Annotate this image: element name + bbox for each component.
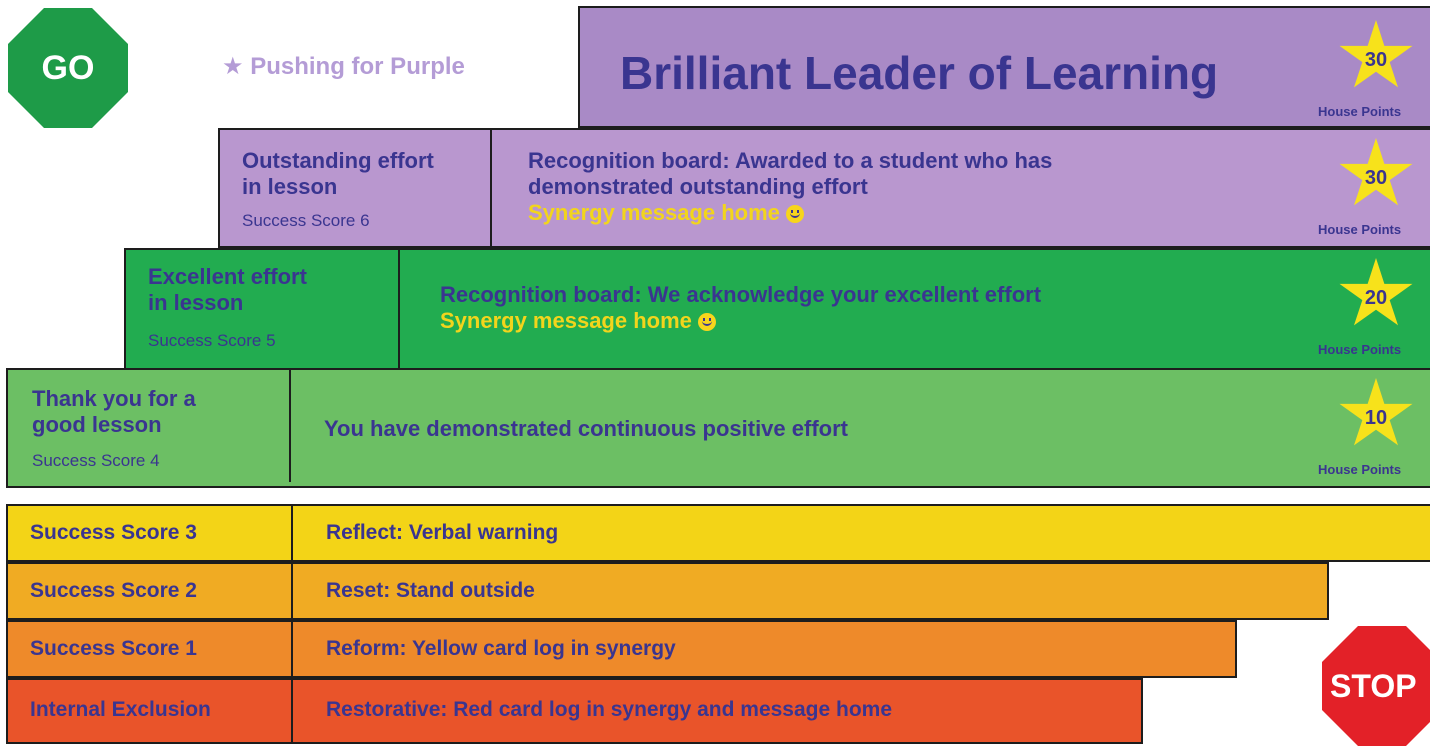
row-score-5-left: Excellent effort in lesson Success Score… bbox=[124, 248, 400, 370]
row-score-5-right: Recognition board: We acknowledge your e… bbox=[398, 248, 1430, 370]
points-value: 20 bbox=[1364, 286, 1388, 309]
pushing-label: Pushing for Purple bbox=[250, 53, 465, 80]
row-desc: Recognition board: Awarded to a student … bbox=[528, 148, 1052, 226]
top-band bbox=[578, 6, 1430, 128]
bar-internal-exclusion: Internal Exclusion Restorative: Red card… bbox=[6, 678, 1143, 744]
bar-label: Internal Exclusion bbox=[30, 698, 211, 721]
divider bbox=[291, 680, 293, 742]
stop-sign: STOP bbox=[1322, 626, 1430, 746]
go-sign: GO bbox=[8, 8, 128, 128]
divider bbox=[289, 370, 291, 482]
bar-success-score-2: Success Score 2 Reset: Stand outside bbox=[6, 562, 1329, 620]
smiley-icon bbox=[697, 313, 716, 332]
bar-desc: Reform: Yellow card log in synergy bbox=[326, 637, 676, 660]
house-points-label: House Points bbox=[1318, 104, 1402, 119]
row-desc: You have demonstrated continuous positiv… bbox=[324, 416, 848, 441]
row-desc-line2: demonstrated outstanding effort bbox=[528, 174, 868, 199]
smiley-icon bbox=[785, 205, 804, 224]
points-value: 10 bbox=[1364, 406, 1388, 429]
row-title-line2: in lesson bbox=[242, 174, 338, 199]
points-value: 30 bbox=[1364, 48, 1388, 71]
row-score-4: Thank you for a good lesson Success Scor… bbox=[6, 368, 1430, 488]
row-title-line1: Excellent effort bbox=[148, 264, 307, 289]
house-points-label: House Points bbox=[1318, 342, 1402, 357]
points-value: 30 bbox=[1364, 166, 1388, 189]
row-score-6-left: Outstanding effort in lesson Success Sco… bbox=[218, 128, 492, 248]
synergy-message: Synergy message home bbox=[440, 308, 1041, 334]
row-title-line1: Outstanding effort bbox=[242, 148, 434, 173]
row-desc-line1: Recognition board: We acknowledge your e… bbox=[440, 282, 1042, 307]
row-score: Success Score 4 bbox=[32, 451, 160, 470]
house-points-label: House Points bbox=[1318, 222, 1402, 237]
row-score: Success Score 6 bbox=[242, 211, 370, 230]
row-title-line2: in lesson bbox=[148, 290, 244, 315]
bar-desc: Restorative: Red card log in synergy and… bbox=[326, 698, 893, 721]
bar-success-score-1: Success Score 1 Reform: Yellow card log … bbox=[6, 620, 1237, 678]
bar-label: Success Score 3 bbox=[30, 521, 197, 544]
row-desc-line1: Recognition board: Awarded to a student … bbox=[528, 148, 1053, 173]
bar-label: Success Score 1 bbox=[30, 637, 197, 660]
bar-desc: Reset: Stand outside bbox=[326, 579, 535, 602]
divider bbox=[291, 622, 293, 676]
row-title: Outstanding effort in lesson bbox=[242, 148, 434, 200]
bar-success-score-3: Success Score 3 Reflect: Verbal warning bbox=[6, 504, 1430, 562]
row-title: Excellent effort in lesson bbox=[148, 264, 307, 316]
star-icon: ★ bbox=[222, 53, 244, 80]
pushing-for-purple: ★ Pushing for Purple bbox=[222, 52, 465, 81]
row-title-line1: Thank you for a bbox=[32, 386, 196, 411]
row-score: Success Score 5 bbox=[148, 331, 276, 350]
bar-label: Success Score 2 bbox=[30, 579, 197, 602]
top-title: Brilliant Leader of Learning bbox=[620, 47, 1219, 99]
bar-desc: Reflect: Verbal warning bbox=[326, 521, 559, 544]
divider bbox=[291, 506, 293, 560]
synergy-message: Synergy message home bbox=[528, 200, 1052, 226]
row-desc: Recognition board: We acknowledge your e… bbox=[440, 282, 1041, 334]
divider bbox=[291, 564, 293, 618]
row-title-line2: good lesson bbox=[32, 412, 162, 437]
row-title: Thank you for a good lesson bbox=[32, 386, 196, 438]
house-points-label: House Points bbox=[1318, 462, 1402, 477]
row-score-6-right: Recognition board: Awarded to a student … bbox=[490, 128, 1430, 248]
